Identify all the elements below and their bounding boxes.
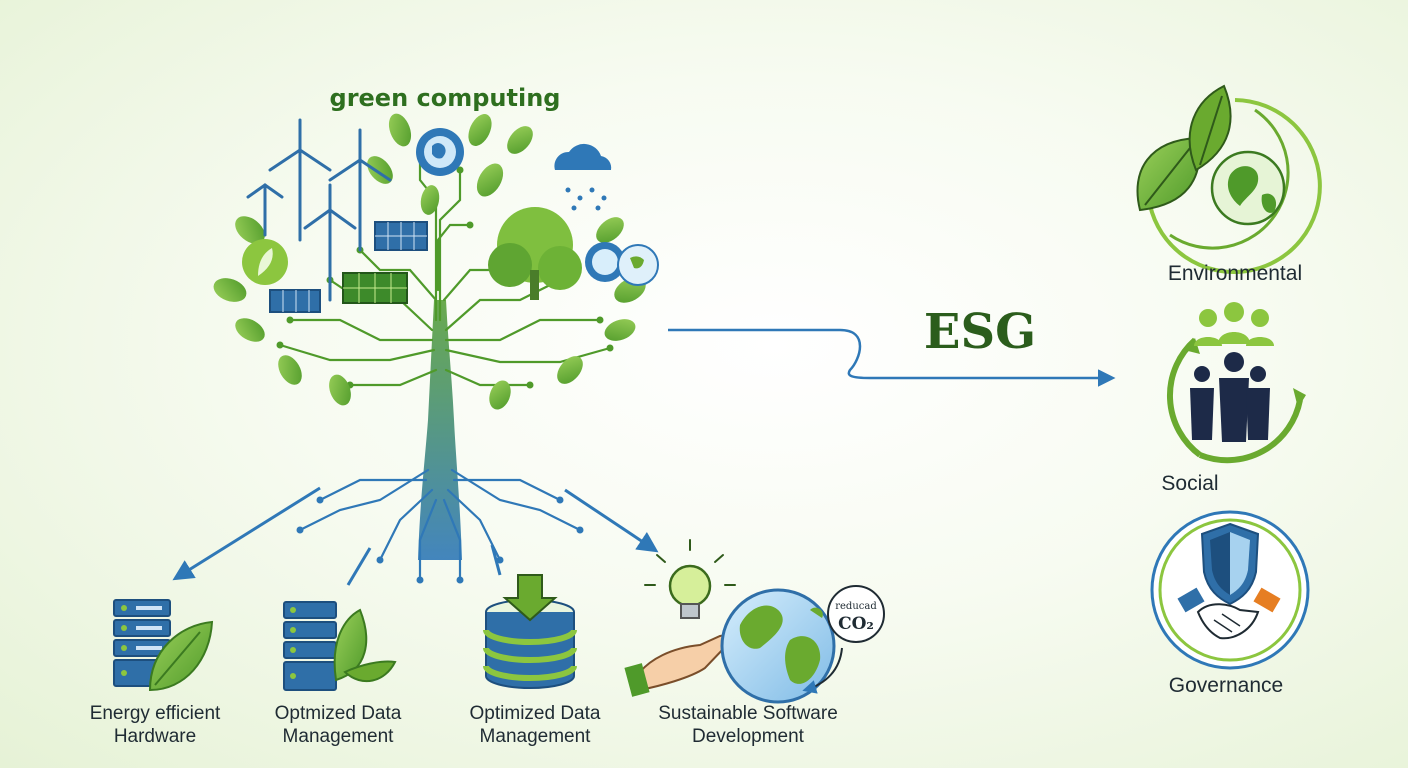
circuit-tree	[213, 113, 659, 584]
co2-top-label: reducad	[835, 601, 877, 612]
practice-energy-hardware-label: Energy efficient Hardware	[89, 703, 221, 747]
esg-label: ESG	[923, 304, 1037, 360]
practice-sustainable-software-label: Sustainable Software Development	[658, 703, 838, 747]
people-cycle-icon	[1166, 302, 1306, 464]
root-arrows	[172, 486, 659, 586]
practice-data-management-label: Optmized Data Management	[274, 703, 402, 747]
shield-handshake-icon	[1150, 510, 1310, 670]
bulb-globe-icon: reducad CO₂	[624, 539, 885, 704]
server-leaf-icon	[283, 601, 397, 691]
co2-label: CO₂	[838, 614, 874, 634]
pillar-environmental-label: Environmental	[1167, 262, 1303, 285]
server-leaf-icon	[113, 599, 214, 692]
tree-to-esg-arrow	[668, 328, 1116, 387]
leaf-globe-icon	[1136, 84, 1322, 274]
pillar-governance-label: Governance	[1168, 674, 1284, 697]
practice-data-management-label-2: Optimized Data Management	[469, 703, 601, 747]
database-download-icon	[483, 574, 577, 689]
pillar-social-label: Social	[1161, 472, 1219, 495]
diagram-title: green computing	[329, 84, 561, 112]
